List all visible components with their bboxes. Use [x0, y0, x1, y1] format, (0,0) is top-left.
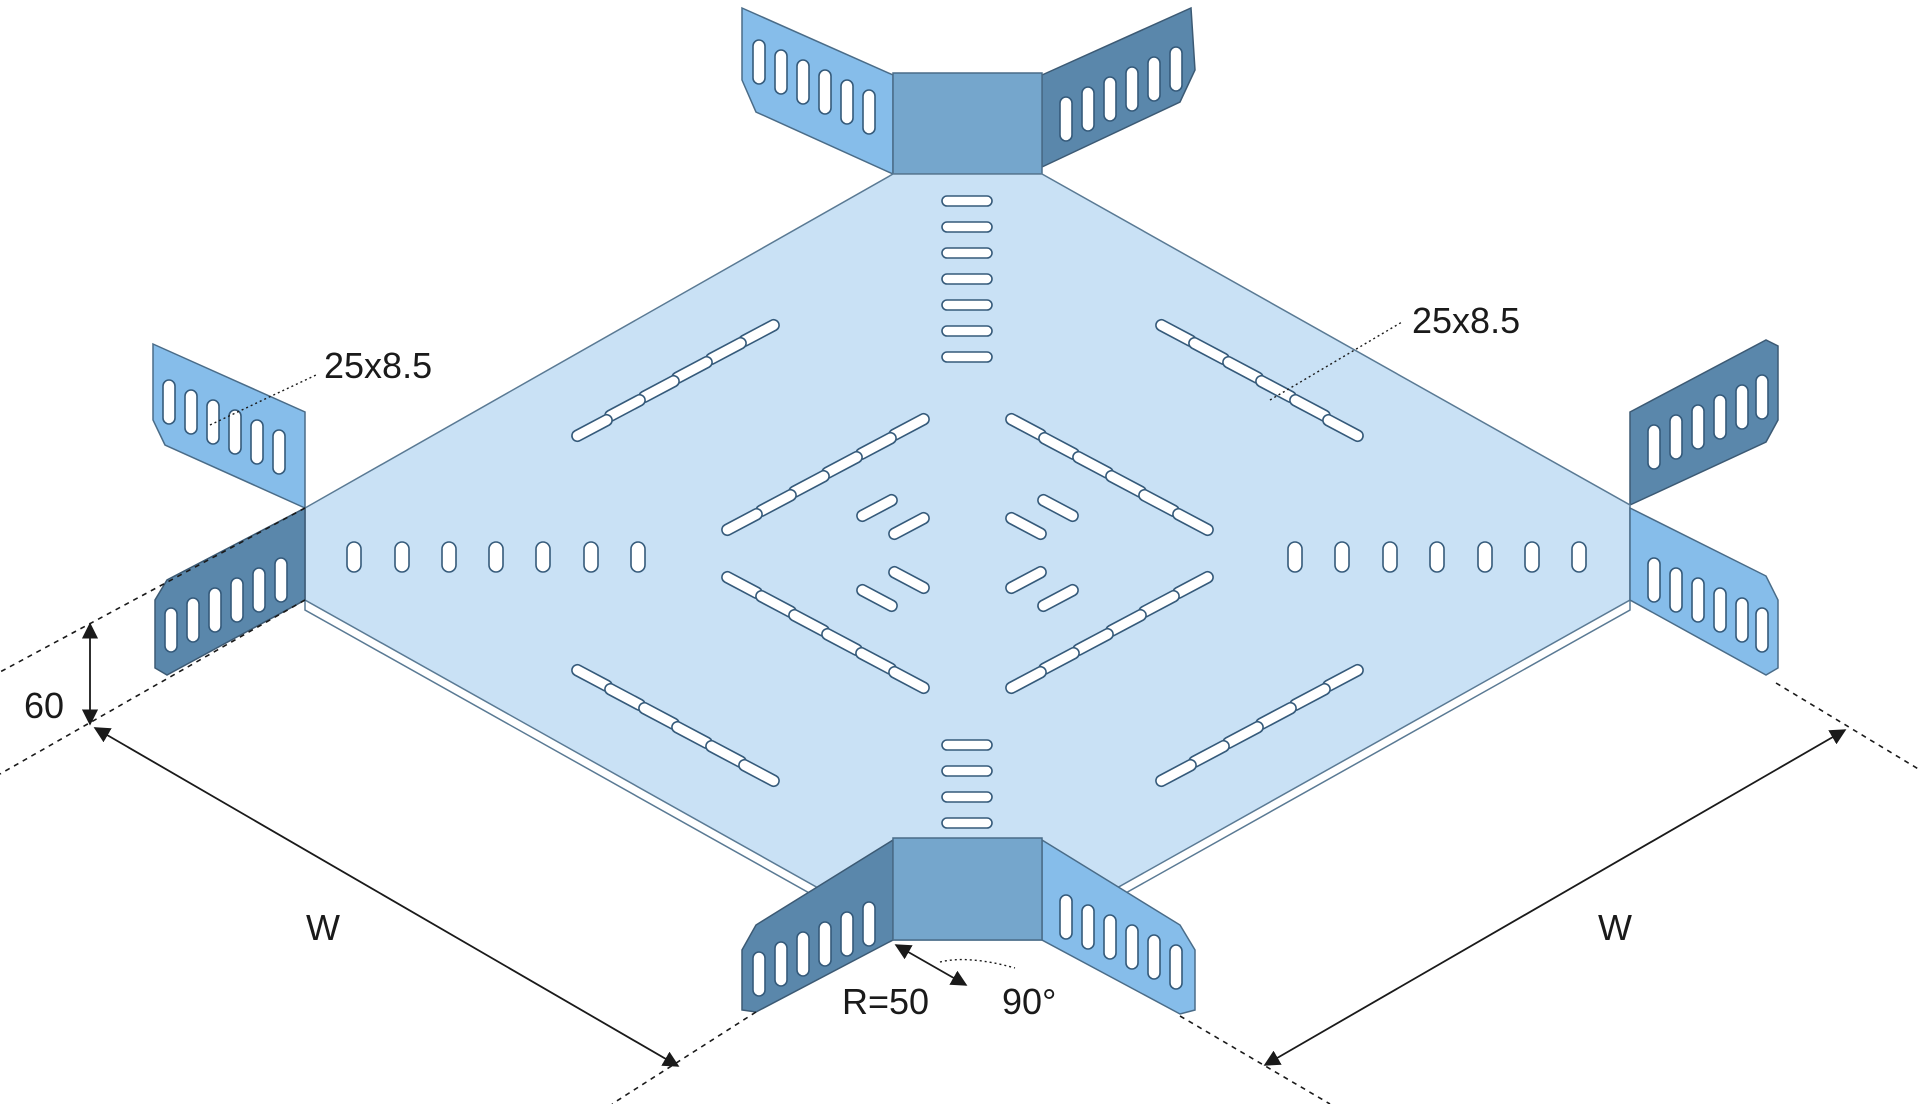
- right-upper-wall-slots: [1647, 374, 1769, 470]
- top-arm: [741, 6, 1196, 176]
- width-label-left: W: [306, 907, 340, 948]
- left-arm-front: [154, 506, 306, 676]
- right-arm-front: [1629, 506, 1779, 676]
- left-upper-wall-slots: [162, 379, 286, 475]
- height-label: 60: [24, 685, 64, 726]
- right-lower-wall-slots: [1647, 557, 1769, 653]
- bottom-right-wall-slots: [1059, 894, 1183, 990]
- leader-lines: [209, 321, 1403, 426]
- height-dimension: [0, 507, 306, 775]
- angle-label: 90°: [1002, 981, 1056, 1022]
- top-end-flange: [892, 72, 1043, 175]
- width-label-right: W: [1598, 907, 1632, 948]
- plate-slots-diagonal-lower-left: [571, 565, 930, 788]
- slot-size-label-left: 25x8.5: [324, 345, 432, 386]
- bottom-arm: [741, 837, 1196, 1015]
- top-left-wall-slots: [752, 39, 876, 135]
- bottom-left-wall-slots: [752, 901, 876, 997]
- left-lower-wall-slots: [164, 557, 288, 653]
- bottom-end-flange: [892, 837, 1043, 941]
- right-arm-back: [1629, 339, 1779, 507]
- plate-slots-diagonal-lower-right: [1005, 565, 1364, 788]
- plate-slots-diagonal-upper-right: [1005, 318, 1364, 541]
- plate-slots-left: [346, 541, 646, 573]
- plate-slots-right: [1287, 541, 1587, 573]
- top-right-wall-slots: [1059, 46, 1183, 142]
- width-left-dimension: [93, 727, 757, 1104]
- left-arm-back: [152, 342, 306, 510]
- radius-label: R=50: [842, 981, 929, 1022]
- plate-slots-diagonal-upper-left: [571, 318, 930, 541]
- plate-slots-top: [941, 195, 993, 363]
- slot-size-label-right: 25x8.5: [1412, 300, 1520, 341]
- width-right-dimension: [1179, 682, 1920, 1104]
- radius-dimension: [894, 944, 1016, 986]
